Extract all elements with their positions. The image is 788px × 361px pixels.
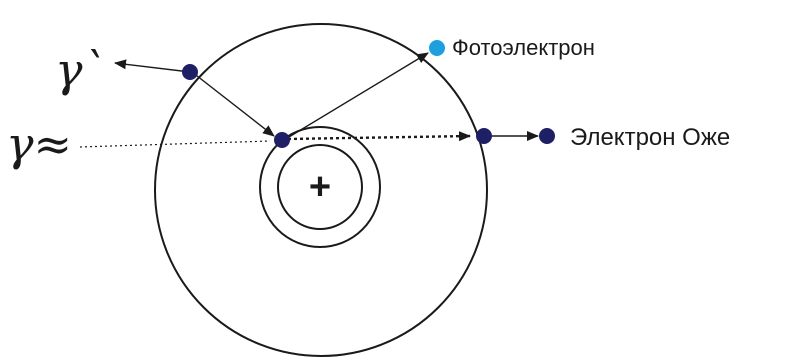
- photoelectron-particle: [429, 40, 445, 56]
- inner-electron-shell: [259, 126, 381, 248]
- inner-shell-electron: [274, 132, 290, 148]
- nucleus-sign: +: [309, 166, 331, 208]
- label-gamma-incident: γ≈: [6, 117, 72, 171]
- outer-shell-electron: [182, 64, 198, 80]
- label-auger-electron: Электрон Оже: [570, 124, 730, 151]
- label-photoelectron: Фотоэлектрон: [452, 35, 595, 60]
- outer-electron-shell: [154, 23, 488, 357]
- outer-to-inner-arrow: [191, 71, 275, 137]
- scattered-gamma-arrow: [114, 59, 191, 73]
- inner-to-auger-dotted-path: [287, 131, 471, 142]
- label-gamma-prime: γ`: [55, 43, 106, 97]
- incident-gamma-path: [79, 140, 271, 148]
- nucleus: [277, 144, 363, 230]
- auger-electron-particle: [539, 128, 555, 144]
- outer-shell-vacancy-electron: [476, 128, 492, 144]
- photoelectron-arrow: [283, 52, 429, 141]
